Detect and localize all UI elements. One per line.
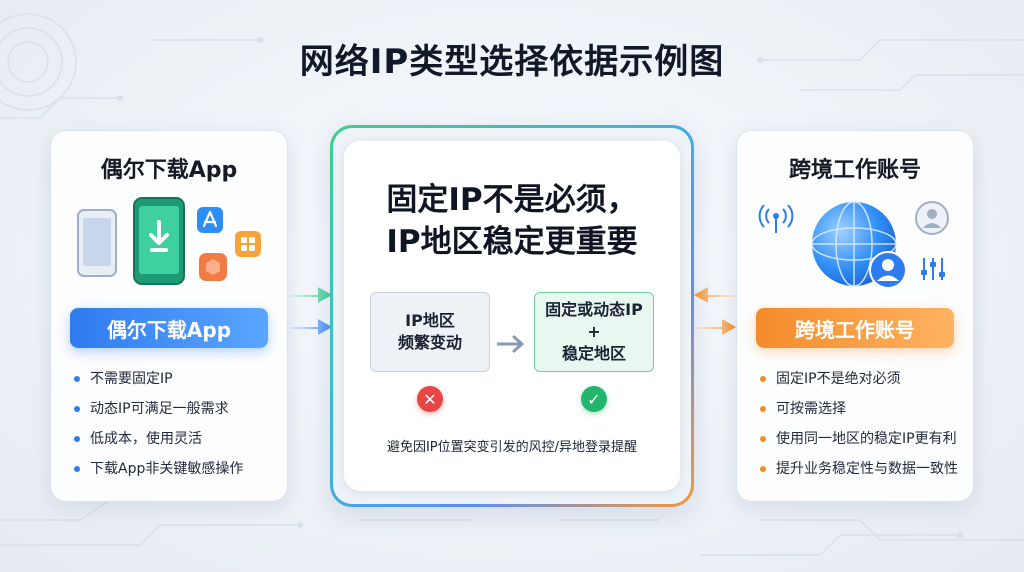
signal-icon: [758, 204, 794, 233]
left-bullet-list: 不需要固定IP 动态IP可满足一般需求 低成本，使用灵活 下载App非关键敏感操…: [74, 364, 243, 484]
bullet-dot: [74, 466, 80, 472]
left-to-center-arrows: [290, 287, 332, 335]
bullet-dot: [760, 406, 766, 412]
center-headline-line1: 固定IP不是必须，: [386, 182, 638, 218]
bullet-text: 提升业务稳定性与数据一致性: [776, 461, 958, 477]
left-card: 偶尔下载App 偶尔下载App 不需要固定IP 动态IP可满足一般需求 低成本，…: [50, 130, 288, 502]
center-headline-line2: IP地区稳定更重要: [386, 224, 638, 260]
bullet-dot: [74, 436, 80, 442]
page-title: 网络IP类型选择依据示例图: [299, 42, 725, 82]
right-bullet-list: 固定IP不是绝对必须 可按需选择 使用同一地区的稳定IP更有利 提升业务稳定性与…: [760, 364, 958, 484]
user-icon: [915, 201, 949, 235]
bullet-dot: [74, 406, 80, 412]
box-text: 频繁变动: [397, 333, 462, 352]
list-item: 可按需选择: [760, 394, 958, 424]
box-text: IP地区: [405, 311, 455, 330]
left-card-title: 偶尔下载App: [100, 158, 238, 183]
bullet-text: 使用同一地区的稳定IP更有利: [776, 431, 957, 447]
right-card-title: 跨境工作账号: [788, 158, 921, 183]
bullet-dot: [760, 436, 766, 442]
list-item: 下载App非关键敏感操作: [74, 454, 243, 484]
check-icon: ✓: [581, 386, 607, 412]
left-category-pill: 偶尔下载App: [70, 308, 268, 348]
hexagon-app-icon: [199, 253, 227, 281]
bullet-text: 固定IP不是绝对必须: [776, 371, 901, 387]
bullet-text: 可按需选择: [776, 401, 846, 417]
bullet-text: 下载App非关键敏感操作: [90, 461, 244, 477]
box-text: 稳定地区: [561, 344, 626, 363]
box-text: 固定或动态IP: [545, 300, 643, 319]
right-arrow-icon: [497, 335, 524, 353]
list-item: 低成本，使用灵活: [74, 424, 243, 454]
list-item: 动态IP可满足一般需求: [74, 394, 243, 424]
bullet-text: 动态IP可满足一般需求: [90, 401, 229, 417]
list-item: 使用同一地区的稳定IP更有利: [760, 424, 958, 454]
list-item: 提升业务稳定性与数据一致性: [760, 454, 958, 484]
stable-region-box: 固定或动态IP + 稳定地区: [534, 292, 654, 372]
unstable-region-box: IP地区 频繁变动: [370, 292, 490, 372]
app-store-icon: [197, 207, 223, 233]
bullet-dot: [760, 466, 766, 472]
bullet-text: 低成本，使用灵活: [90, 431, 202, 447]
sliders-icon: [921, 258, 945, 280]
bullet-text: 不需要固定IP: [90, 371, 173, 387]
phone-download-icon: [133, 197, 185, 285]
bullet-dot: [760, 376, 766, 382]
user-badge-icon: [869, 251, 907, 289]
list-item: 不需要固定IP: [74, 364, 243, 394]
phone-icon: [77, 209, 117, 277]
grid-app-icon: [235, 231, 261, 257]
cross-icon: ✕: [417, 386, 443, 412]
right-to-center-arrows: [694, 287, 736, 335]
box-text: +: [587, 322, 601, 341]
bullet-dot: [74, 376, 80, 382]
right-card: 跨境工作账号 跨境工作账号: [736, 130, 974, 502]
list-item: 固定IP不是绝对必须: [760, 364, 958, 394]
right-category-pill: 跨境工作账号: [756, 308, 954, 348]
center-note: 避免因IP位置突变引发的风控/异地登录提醒: [386, 440, 638, 455]
